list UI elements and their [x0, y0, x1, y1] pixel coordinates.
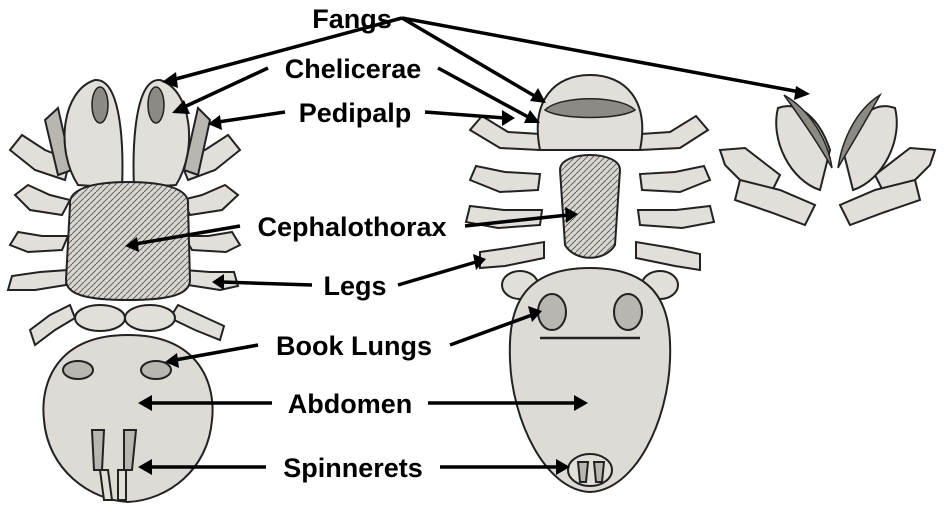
spider-ventral-view — [466, 75, 714, 492]
chelicerae-detail-view — [720, 95, 935, 225]
label-book-lungs: Book Lungs — [276, 331, 432, 361]
label-chelicerae: Chelicerae — [285, 54, 422, 84]
arrow-pedipalp-left — [218, 112, 285, 122]
label-abdomen: Abdomen — [288, 389, 413, 419]
arrow-chelicerae-right — [438, 68, 530, 118]
label-spinnerets: Spinnerets — [283, 453, 423, 483]
label-cephalothorax: Cephalothorax — [257, 212, 446, 242]
label-pedipalp: Pedipalp — [299, 98, 412, 128]
spider-dorsal-view — [8, 80, 240, 502]
arrow-pedipalp-right — [425, 112, 505, 118]
label-legs: Legs — [323, 271, 386, 301]
label-fangs: Fangs — [312, 4, 392, 34]
arrow-legs-right — [398, 262, 476, 285]
annotation-labels: Fangs Chelicerae Pedipalp Cephalothorax … — [257, 4, 446, 483]
